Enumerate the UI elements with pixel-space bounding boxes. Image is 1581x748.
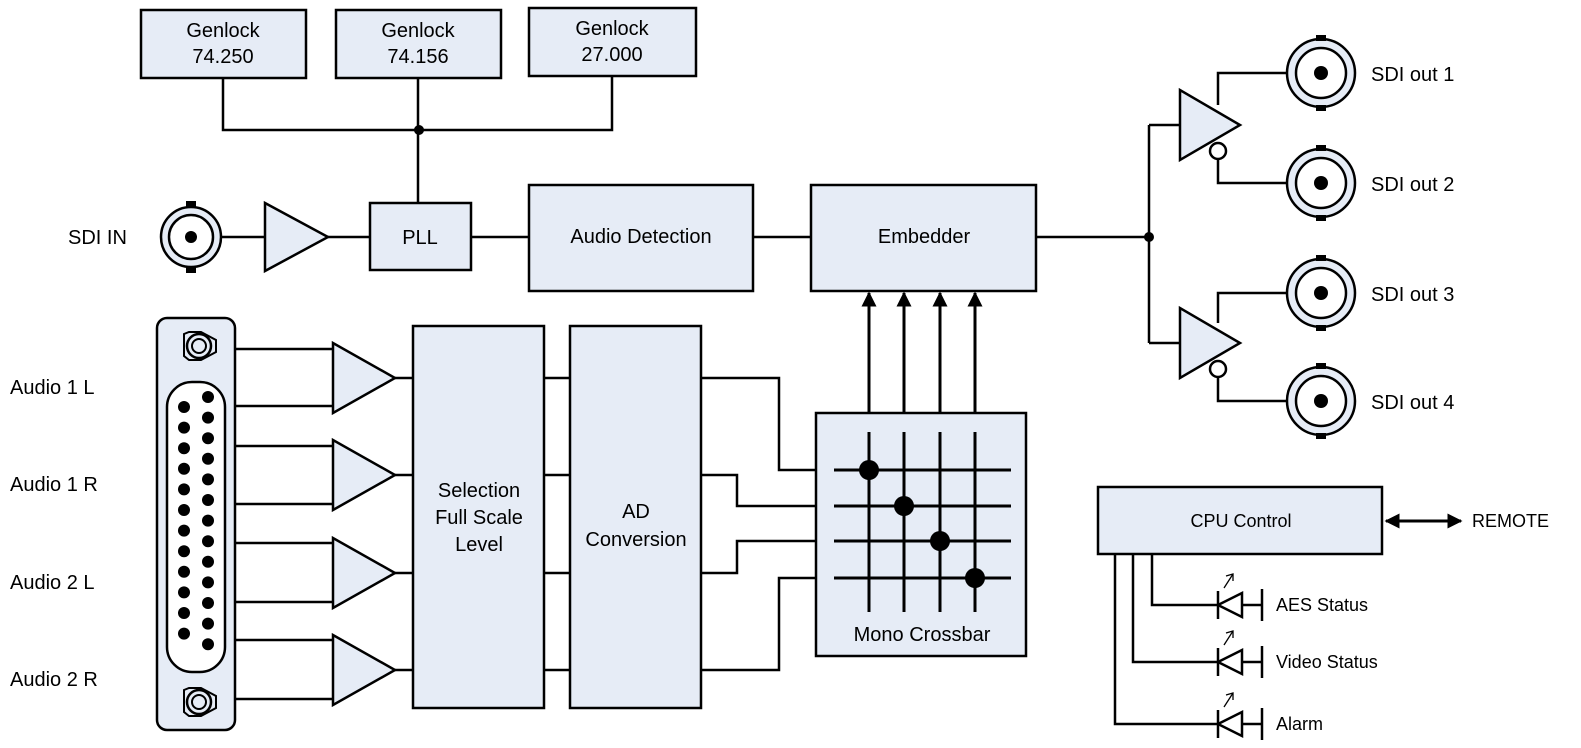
db25-pin bbox=[202, 473, 214, 486]
audio-2-r-amplifier bbox=[331, 632, 398, 708]
sdi-out-1-label: SDI out 1 bbox=[1371, 64, 1454, 86]
audio-1-r-amplifier bbox=[331, 437, 398, 513]
db25-pin bbox=[178, 504, 190, 516]
genlock-2-frequency: 74.156 bbox=[387, 46, 448, 68]
audio-2-l-amplifier bbox=[331, 535, 398, 611]
sdi-in-connector bbox=[159, 201, 223, 273]
db25-pin bbox=[202, 391, 214, 403]
sdi-out-2-connector bbox=[1285, 145, 1357, 221]
audio-input-wires bbox=[235, 347, 333, 701]
output-junction bbox=[1144, 232, 1154, 242]
sdi-out-4-connector bbox=[1285, 363, 1357, 439]
crosspoint-1 bbox=[859, 460, 879, 480]
selection-label-line-2: Full Scale bbox=[435, 507, 523, 529]
crossbar-grid bbox=[834, 432, 1011, 612]
db25-pin bbox=[202, 638, 214, 651]
genlock-junction bbox=[414, 125, 424, 135]
ad-conversion-label-line-1: AD bbox=[622, 501, 650, 523]
db25-connector bbox=[155, 316, 237, 732]
genlock-2-label: Genlock bbox=[381, 20, 455, 42]
sdi-out-3-label: SDI out 3 bbox=[1371, 284, 1454, 306]
genlock-3-frequency: 27.000 bbox=[581, 44, 642, 66]
remote-label: REMOTE bbox=[1472, 511, 1549, 531]
crosspoint-2 bbox=[894, 496, 914, 516]
db25-pins bbox=[178, 391, 214, 651]
sdi-out-2-label: SDI out 2 bbox=[1371, 174, 1454, 196]
db25-pin bbox=[202, 535, 214, 548]
db25-pin bbox=[178, 421, 190, 434]
video-status-label: Video Status bbox=[1276, 652, 1378, 672]
genlock-box-2: Genlock 74.156 bbox=[334, 8, 503, 80]
db25-pin bbox=[202, 432, 214, 445]
pll-label: PLL bbox=[402, 227, 438, 249]
db25-pin bbox=[202, 452, 214, 465]
db25-pin bbox=[178, 627, 190, 640]
cpu-control-label: CPU Control bbox=[1190, 511, 1291, 531]
selection-block bbox=[411, 324, 546, 710]
db25-pin bbox=[178, 483, 190, 496]
db25-pin bbox=[202, 555, 214, 568]
sdi-out-wires bbox=[1216, 71, 1287, 403]
db25-pin bbox=[178, 607, 190, 619]
output-amplifier-2 bbox=[1178, 305, 1243, 381]
sdi-out-4-label: SDI out 4 bbox=[1371, 392, 1454, 414]
output-amplifier-1 bbox=[1178, 87, 1243, 163]
audio-detection-block bbox=[527, 183, 755, 293]
aes-status-led bbox=[1215, 573, 1264, 621]
db25-pin bbox=[202, 411, 214, 424]
db25-pin bbox=[202, 617, 214, 630]
genlock-box-1: Genlock 74.250 bbox=[139, 8, 308, 80]
genlock-box-3: Genlock 27.000 bbox=[527, 6, 698, 78]
audio-2-r-label: Audio 2 R bbox=[10, 669, 98, 691]
ad-conversion-label-line-2: Conversion bbox=[585, 529, 686, 551]
audio-1-l-amplifier bbox=[331, 340, 398, 416]
audio-1-r-label: Audio 1 R bbox=[10, 474, 98, 496]
db25-pin bbox=[202, 597, 214, 609]
cpu-control-block bbox=[1096, 485, 1384, 556]
embedder-block bbox=[809, 183, 1038, 293]
alarm-label: Alarm bbox=[1276, 714, 1323, 734]
db25-pin bbox=[202, 576, 214, 589]
mono-crossbar-label: Mono Crossbar bbox=[854, 624, 991, 646]
ad-conversion-block bbox=[568, 324, 703, 710]
db25-pin bbox=[178, 401, 190, 413]
selection-label-line-3: Level bbox=[455, 534, 503, 556]
audio-2-l-label: Audio 2 L bbox=[10, 572, 95, 594]
db25-pin bbox=[202, 494, 214, 506]
db25-pin bbox=[202, 514, 214, 527]
genlock-1-label: Genlock bbox=[186, 20, 260, 42]
aes-status-label: AES Status bbox=[1276, 595, 1368, 615]
embedder-label: Embedder bbox=[878, 226, 971, 248]
sdi-out-3-connector bbox=[1285, 255, 1357, 331]
crosspoint-4 bbox=[965, 568, 985, 588]
db25-pin bbox=[178, 524, 190, 537]
selection-label-line-1: Selection bbox=[438, 480, 520, 502]
pll-block bbox=[368, 201, 473, 272]
db25-pin bbox=[178, 442, 190, 455]
db25-pin bbox=[178, 565, 190, 578]
db25-pin bbox=[178, 586, 190, 599]
sdi-in-amplifier bbox=[263, 200, 331, 274]
alarm-led bbox=[1215, 692, 1264, 740]
sdi-out-1-connector bbox=[1285, 35, 1357, 111]
sdi-in-label: SDI IN bbox=[68, 227, 127, 249]
amp-to-selection-wires bbox=[395, 376, 413, 672]
db25-pin bbox=[178, 462, 190, 475]
crosspoint-3 bbox=[930, 531, 950, 551]
mono-crossbar-block bbox=[814, 411, 1028, 658]
genlock-1-frequency: 74.250 bbox=[192, 46, 253, 68]
ad-to-crossbar-wires bbox=[701, 376, 816, 672]
genlock-3-label: Genlock bbox=[575, 18, 649, 40]
db25-pin bbox=[178, 545, 190, 558]
selection-to-ad-wires bbox=[544, 376, 570, 672]
audio-1-l-label: Audio 1 L bbox=[10, 377, 95, 399]
cpu-status-wires bbox=[1113, 554, 1218, 726]
embedder-output-bus bbox=[1036, 123, 1180, 345]
audio-detection-label: Audio Detection bbox=[570, 226, 711, 248]
video-status-led bbox=[1215, 630, 1264, 678]
